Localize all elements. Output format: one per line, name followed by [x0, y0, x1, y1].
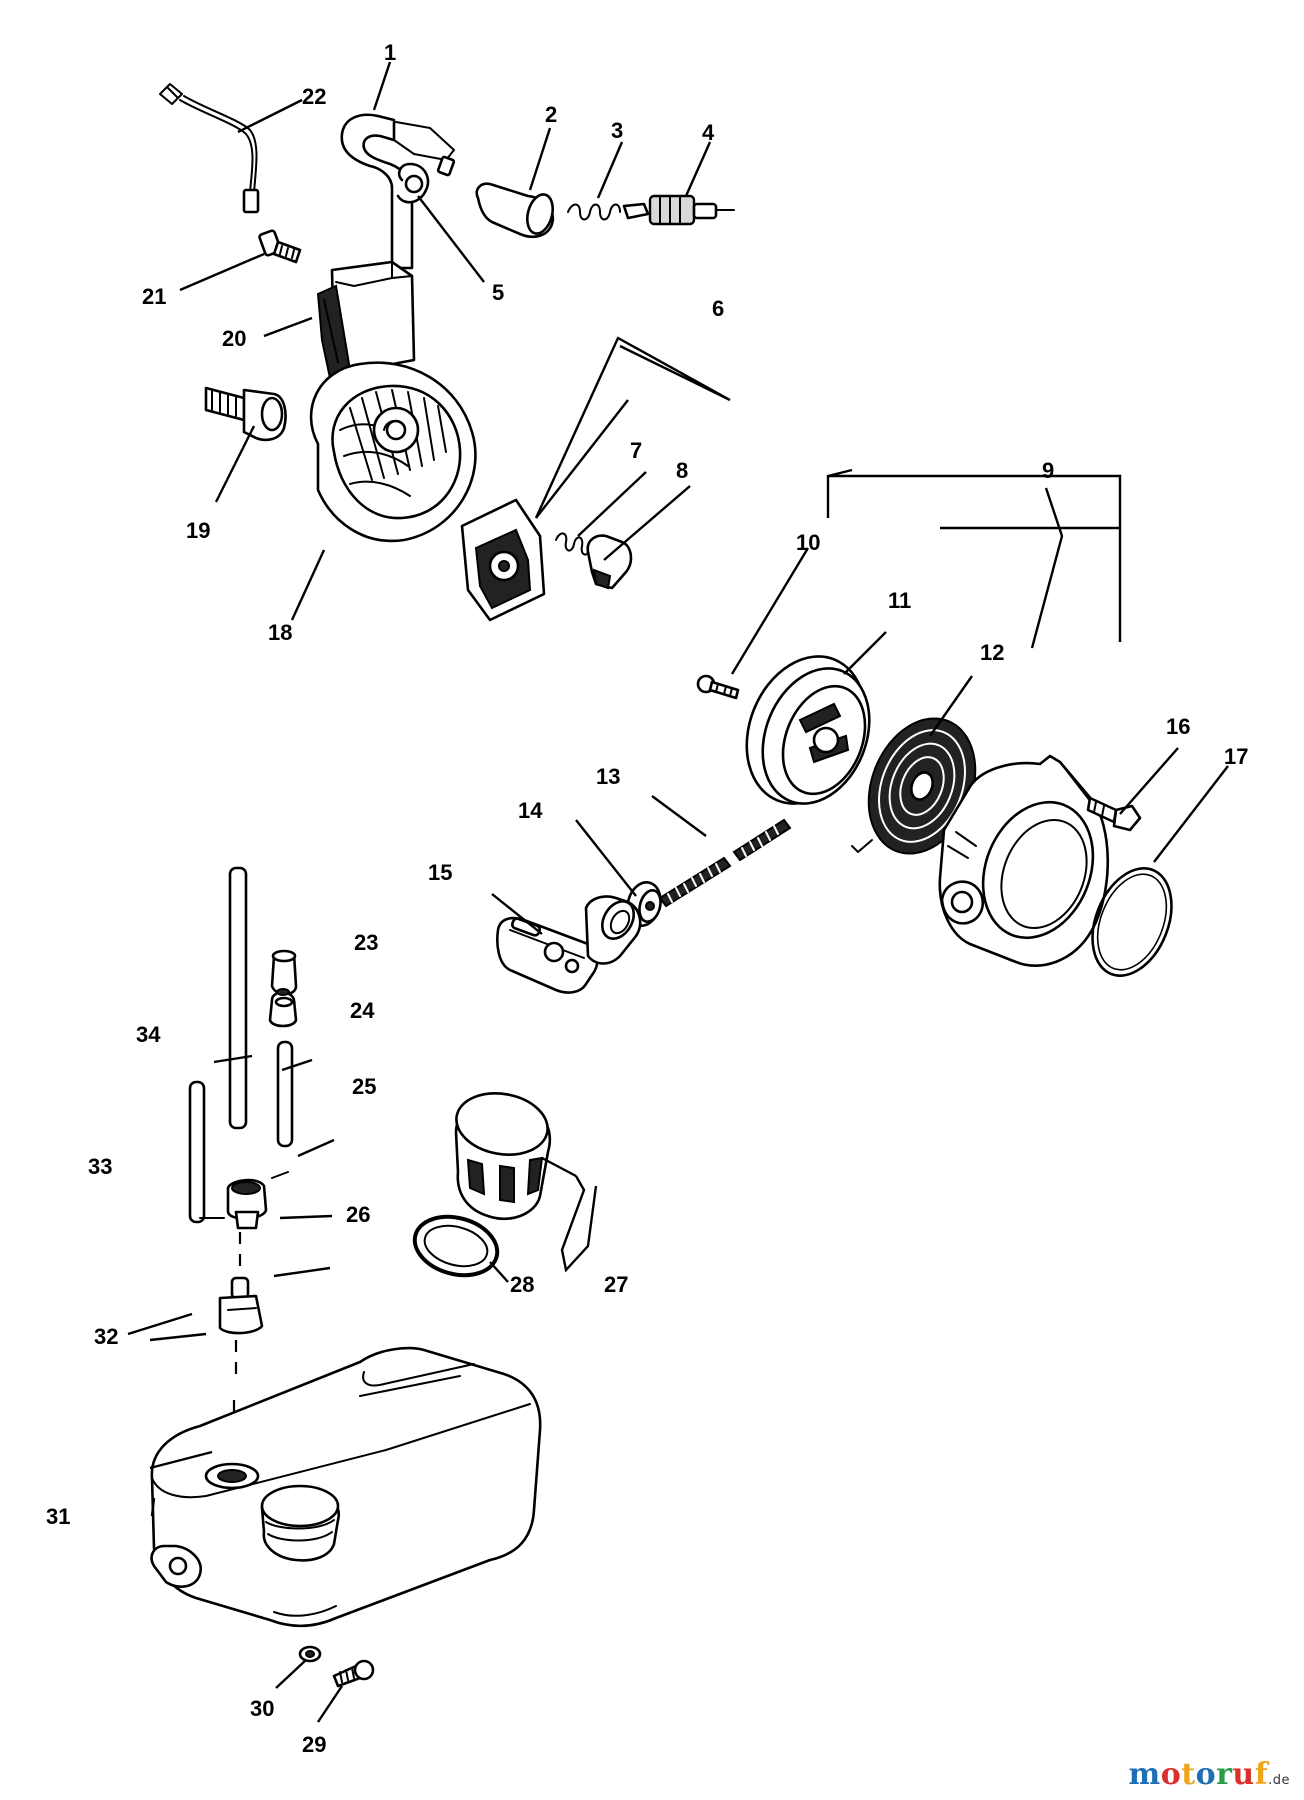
callout-32: 32	[94, 1324, 118, 1349]
callout-19: 19	[186, 518, 210, 543]
callout-12: 12	[980, 640, 1004, 665]
fuel-filter-icon	[218, 1276, 264, 1335]
spring-icon	[567, 203, 621, 221]
callout-24: 24	[350, 998, 375, 1023]
clip-icon	[396, 162, 430, 204]
leader-lines	[127, 61, 1229, 1723]
watermark-suffix: .de	[1268, 1773, 1290, 1788]
callout-2: 2	[545, 102, 557, 127]
fuel-filter-icon	[268, 988, 298, 1028]
callout-1: 1	[384, 40, 396, 65]
spark-plug-terminal-icon	[622, 194, 735, 226]
callout-7: 7	[630, 438, 642, 463]
callout-16: 16	[1166, 714, 1190, 739]
callout-14: 14	[518, 798, 543, 823]
callout-18: 18	[268, 620, 292, 645]
washer-icon	[298, 1645, 322, 1663]
callouts: 1 2 3 4 5 6 7 8 9 10 11 12 13 14 15 16 1…	[46, 40, 1248, 1757]
check-valve-icon	[270, 949, 298, 1005]
starter-housing-icon	[938, 754, 1110, 967]
watermark-letter: m	[1128, 1757, 1161, 1792]
callout-22: 22	[302, 84, 326, 109]
callout-21: 21	[142, 284, 166, 309]
fuel-line-icon	[188, 1080, 206, 1224]
grommet-icon	[199, 1171, 289, 1230]
pawl-plate-icon	[460, 498, 546, 622]
callout-26: 26	[346, 1202, 370, 1227]
callout-8: 8	[676, 458, 688, 483]
watermark-letter: r	[1216, 1757, 1233, 1792]
callout-9: 9	[1042, 458, 1054, 483]
bolt-icon	[258, 229, 302, 264]
callout-34: 34	[136, 1022, 161, 1047]
callout-6: 6	[712, 296, 724, 321]
callout-20: 20	[222, 326, 246, 351]
rope-pulley-icon	[745, 655, 871, 805]
callout-30: 30	[250, 1696, 274, 1721]
callout-5: 5	[492, 280, 504, 305]
starter-handle-icon	[496, 895, 642, 994]
watermark-logo: motoruf.de	[1128, 1757, 1290, 1792]
callout-29: 29	[302, 1732, 326, 1757]
fuel-tank-icon	[150, 1346, 542, 1628]
spark-plug-boot-icon	[475, 182, 555, 238]
callout-3: 3	[611, 118, 623, 143]
callout-28: 28	[510, 1272, 534, 1297]
watermark-letter: f	[1254, 1757, 1269, 1792]
ground-wire-icon	[159, 83, 260, 214]
ignition-coil-icon	[316, 113, 456, 380]
callout-31: 31	[46, 1504, 70, 1529]
callout-23: 23	[354, 930, 378, 955]
watermark-letter: t	[1181, 1757, 1196, 1792]
cap-gasket-icon	[412, 1214, 500, 1278]
nut-icon	[204, 386, 287, 442]
pawl-spring-icon	[555, 532, 591, 556]
callout-11: 11	[888, 588, 911, 613]
vent-tube-icon	[228, 866, 248, 1130]
o-ring-icon	[1091, 867, 1173, 977]
callout-15: 15	[428, 860, 452, 885]
screw-icon	[696, 674, 740, 700]
watermark-letter: o	[1195, 1757, 1217, 1792]
fuel-cap-icon	[454, 1092, 551, 1221]
callout-4: 4	[702, 120, 715, 145]
callout-25: 25	[352, 1074, 376, 1099]
callout-17: 17	[1224, 744, 1248, 769]
bolt-icon	[1086, 796, 1142, 832]
watermark-letter: o	[1160, 1757, 1182, 1792]
callout-13: 13	[596, 764, 620, 789]
fuel-line-icon	[276, 1040, 294, 1148]
watermark-letter: u	[1232, 1757, 1255, 1792]
flywheel-icon	[309, 361, 477, 543]
watermark-text: motoruf	[1128, 1757, 1268, 1792]
callout-33: 33	[88, 1154, 112, 1179]
tapping-screw-icon	[332, 1659, 375, 1688]
callout-10: 10	[796, 530, 820, 555]
callout-27: 27	[604, 1272, 628, 1297]
starter-rope-icon	[658, 818, 792, 908]
